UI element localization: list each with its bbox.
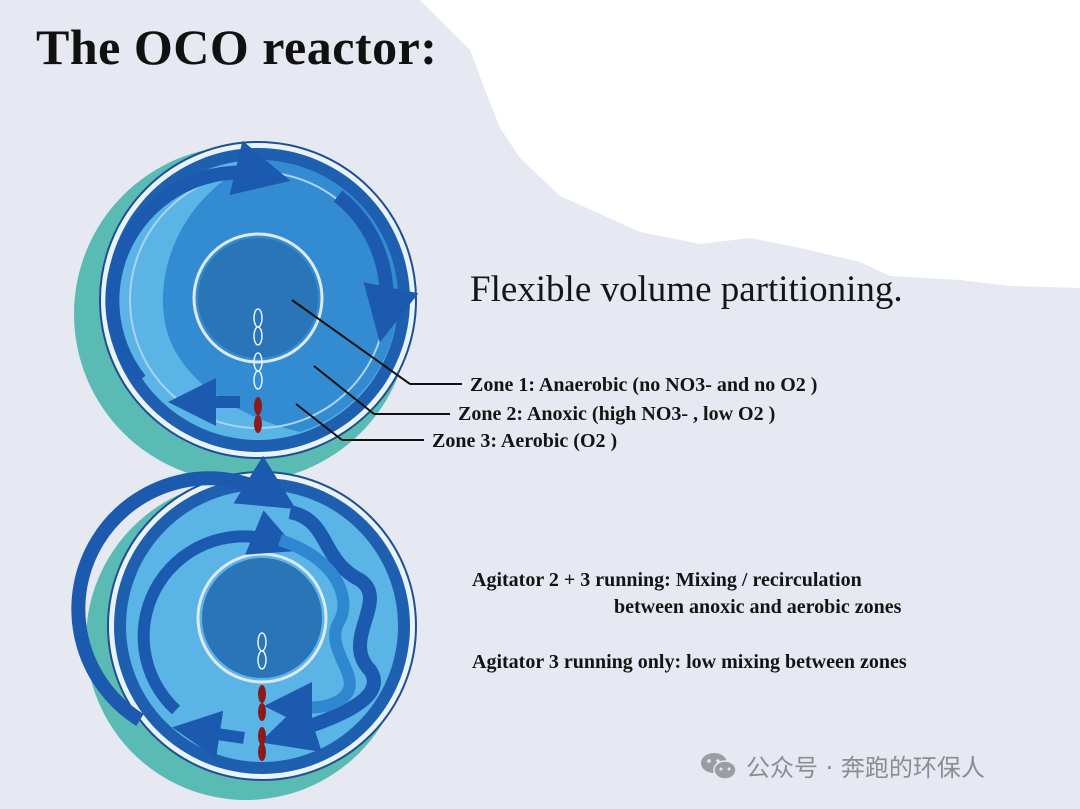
arrow-outer-loop xyxy=(71,455,296,726)
agitator-3-icon xyxy=(254,397,262,433)
agitator-2-icon-bottom xyxy=(258,685,266,721)
reactor-bottom xyxy=(71,455,417,800)
agitator-note-1: Agitator 2 + 3 running: Mixing / recircu… xyxy=(472,569,862,591)
zone-2-label: Zone 2: Anoxic (high NO3- , low O2 ) xyxy=(458,403,775,426)
zone-1-detail: (no NO3- and no O2 ) xyxy=(632,374,818,396)
reactor-top xyxy=(74,140,462,482)
agitator-1-icon-bottom xyxy=(257,632,267,670)
wechat-icon xyxy=(701,752,737,780)
watermark-text: 公众号 · 奔跑的环保人 xyxy=(746,754,985,782)
zone-3-name: Zone 3: Aerobic xyxy=(432,430,569,452)
agitator-2-icon xyxy=(253,352,263,390)
zone-2-name: Zone 2: Anoxic xyxy=(458,403,587,425)
arrow-top-right xyxy=(333,190,419,343)
agitator-note-2: Agitator 3 running only: low mixing betw… xyxy=(472,651,907,673)
slide-title: The OCO reactor: xyxy=(36,19,438,75)
recirculation-band-1 xyxy=(259,505,381,753)
zone-2-detail: (high NO3- , low O2 ) xyxy=(591,403,776,425)
leader-zone-1 xyxy=(291,299,411,385)
zone-3-label: Zone 3: Aerobic (O2 ) xyxy=(432,430,617,453)
zone-1-name: Zone 1: Anaerobic xyxy=(470,374,628,396)
anaerobic-zone xyxy=(198,238,318,358)
watermark: 公众号 · 奔跑的环保人 xyxy=(700,748,985,783)
torn-paper-corner xyxy=(420,0,1080,288)
slide-subtitle: Flexible volume partitioning. xyxy=(470,269,903,310)
agitator-1-icon xyxy=(253,308,263,346)
agitator-3-icon-bottom xyxy=(258,727,266,761)
recirculation-band-2 xyxy=(264,534,356,731)
arrow-inner-loop xyxy=(137,510,299,715)
agitator-note-1-continued: between anoxic and aerobic zones xyxy=(614,596,902,618)
inner-ring-outline xyxy=(192,232,324,364)
anaerobic-zone-bottom xyxy=(202,558,322,678)
leader-zone-2 xyxy=(313,365,375,415)
arrow-bottom-return xyxy=(172,710,245,759)
leader-zone-3 xyxy=(295,403,343,441)
zone-3-detail: (O2 ) xyxy=(573,430,618,452)
arrow-top-left xyxy=(105,140,291,385)
zone-1-label: Zone 1: Anaerobic (no NO3- and no O2 ) xyxy=(470,374,817,397)
